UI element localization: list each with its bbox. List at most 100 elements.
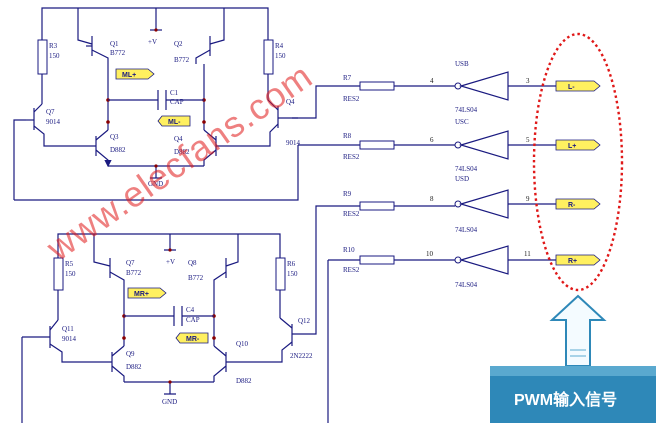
c4-ref: C4 bbox=[186, 306, 195, 314]
r3-ref: R3 bbox=[49, 42, 58, 50]
r5-ref: R5 bbox=[65, 260, 74, 268]
bq7-ref: Q7 bbox=[126, 259, 135, 267]
input-signal-highlight-ellipse bbox=[532, 32, 624, 292]
bq10-ref: Q10 bbox=[236, 340, 249, 348]
top-gnd-label: GND bbox=[148, 180, 163, 188]
svg-text:R-: R- bbox=[568, 202, 576, 209]
ch3-in-pin: 11 bbox=[524, 250, 531, 258]
bq11-ref: Q11 bbox=[62, 325, 74, 333]
svg-text:ML-: ML- bbox=[168, 119, 181, 126]
pwm-input-banner: PWM输入信号 bbox=[490, 366, 656, 423]
transistor-q4-driver bbox=[254, 99, 298, 147]
bq12-ref: Q12 bbox=[298, 317, 311, 325]
svg-text:MR+: MR+ bbox=[134, 291, 149, 298]
ch0-gate: USB bbox=[455, 60, 469, 68]
q2-ref: Q2 bbox=[174, 40, 183, 48]
bottom-gnd-label: GND bbox=[162, 398, 177, 406]
input-arrow-icon bbox=[549, 294, 607, 367]
ch3-gate-part: 74LS04 bbox=[455, 281, 478, 289]
q4r-part: 9014 bbox=[286, 139, 301, 147]
ch2-in-pin: 9 bbox=[526, 195, 530, 203]
r4-ref: R4 bbox=[275, 42, 284, 50]
transistor-bottom-q11 bbox=[21, 319, 76, 423]
c1-value: CAP bbox=[170, 98, 184, 106]
r9-value: RES2 bbox=[343, 210, 360, 218]
ch2-gate-part: 74LS04 bbox=[455, 226, 478, 234]
bq12-part: 2N2222 bbox=[290, 352, 313, 360]
ch2-gate: USD bbox=[455, 175, 469, 183]
svg-text:L-: L- bbox=[568, 84, 575, 91]
banner-text: PWM输入信号 bbox=[514, 390, 617, 409]
q4-ref: Q4 bbox=[174, 135, 183, 143]
watermark: www.elecfans.com bbox=[38, 55, 320, 269]
signal-label-l-minus: L- bbox=[555, 80, 601, 92]
ch1-in-pin: 5 bbox=[526, 136, 530, 144]
transistor-bottom-q9 bbox=[76, 345, 125, 382]
transistor-q4-lower bbox=[203, 129, 254, 166]
top-vcc-label: +V bbox=[148, 38, 157, 46]
channel-1: R8 RES2 6 USC 74LS04 5 L+ bbox=[298, 118, 601, 173]
bottom-h-bridge: R5 150 R6 150 Q7 B772 Q8 B772 +V bbox=[21, 205, 340, 423]
c1-ref: C1 bbox=[170, 89, 179, 97]
ch3-out-pin: 10 bbox=[426, 250, 434, 258]
transistor-q3 bbox=[58, 129, 112, 168]
svg-text:L+: L+ bbox=[568, 143, 576, 150]
ch0-gate-part: 74LS04 bbox=[455, 106, 478, 114]
transistor-q7-driver bbox=[26, 103, 58, 147]
bq8-ref: Q8 bbox=[188, 259, 197, 267]
channel-0: R7 RES2 4 USB 74LS04 3 L- bbox=[292, 60, 601, 119]
svg-text:R+: R+ bbox=[568, 258, 577, 265]
ch1-gate: USC bbox=[455, 118, 469, 126]
signal-label-r-plus: R+ bbox=[555, 254, 601, 266]
net-label-ml-minus: ML- bbox=[157, 115, 191, 127]
channel-2: R9 RES2 8 USD 74LS04 9 R- bbox=[340, 175, 601, 234]
ch1-out-pin: 6 bbox=[430, 136, 434, 144]
bottom-vcc-label: +V bbox=[166, 258, 175, 266]
resistor-r7 bbox=[359, 81, 395, 91]
r8-ref: R8 bbox=[343, 132, 352, 140]
r8-value: RES2 bbox=[343, 153, 360, 161]
bq8-part: B772 bbox=[188, 274, 204, 282]
svg-text:ML+: ML+ bbox=[122, 72, 136, 79]
ch2-out-pin: 8 bbox=[430, 195, 434, 203]
r7-value: RES2 bbox=[343, 95, 360, 103]
top-h-bridge: R3 150 R4 150 Q1 B772 Q2 B772 +V bbox=[13, 7, 301, 201]
ch1-gate-part: 74LS04 bbox=[455, 165, 478, 173]
q1-ref: Q1 bbox=[110, 40, 119, 48]
resistor-r6 bbox=[275, 257, 286, 291]
svg-text:MR-: MR- bbox=[186, 336, 200, 343]
q7-part: 9014 bbox=[46, 118, 61, 126]
signal-label-r-minus: R- bbox=[555, 198, 601, 210]
transistor-bottom-q12 bbox=[262, 205, 340, 363]
bq9-ref: Q9 bbox=[126, 350, 135, 358]
r9-ref: R9 bbox=[343, 190, 352, 198]
resistor-r8 bbox=[359, 140, 395, 150]
transistor-q2 bbox=[195, 24, 225, 64]
r4-value: 150 bbox=[275, 52, 286, 60]
q2-part: B772 bbox=[174, 56, 190, 64]
channel-3: R10 RES2 10 74LS04 11 R+ bbox=[328, 245, 601, 289]
r5-value: 150 bbox=[65, 270, 76, 278]
r6-ref: R6 bbox=[287, 260, 296, 268]
c4-value: CAP bbox=[186, 316, 200, 324]
transistor-q1 bbox=[77, 24, 109, 64]
ch0-out-pin: 4 bbox=[430, 77, 434, 85]
resistor-r9 bbox=[359, 201, 395, 211]
transistor-bottom-q7 bbox=[93, 252, 125, 286]
net-label-mr-plus: MR+ bbox=[127, 287, 167, 299]
r3-value: 150 bbox=[49, 52, 60, 60]
q1-part: B772 bbox=[110, 49, 126, 57]
bq11-part: 9014 bbox=[62, 335, 77, 343]
net-label-ml-plus: ML+ bbox=[115, 68, 155, 80]
q7-ref: Q7 bbox=[46, 108, 55, 116]
r6-value: 150 bbox=[287, 270, 298, 278]
bq9-part: D882 bbox=[126, 363, 142, 371]
r10-value: RES2 bbox=[343, 266, 360, 274]
q3-ref: Q3 bbox=[110, 133, 119, 141]
r7-ref: R7 bbox=[343, 74, 352, 82]
resistor-r4 bbox=[263, 39, 274, 75]
ch0-in-pin: 3 bbox=[526, 77, 530, 85]
transistor-bottom-q8 bbox=[213, 252, 239, 286]
q4-part: D882 bbox=[174, 148, 190, 156]
